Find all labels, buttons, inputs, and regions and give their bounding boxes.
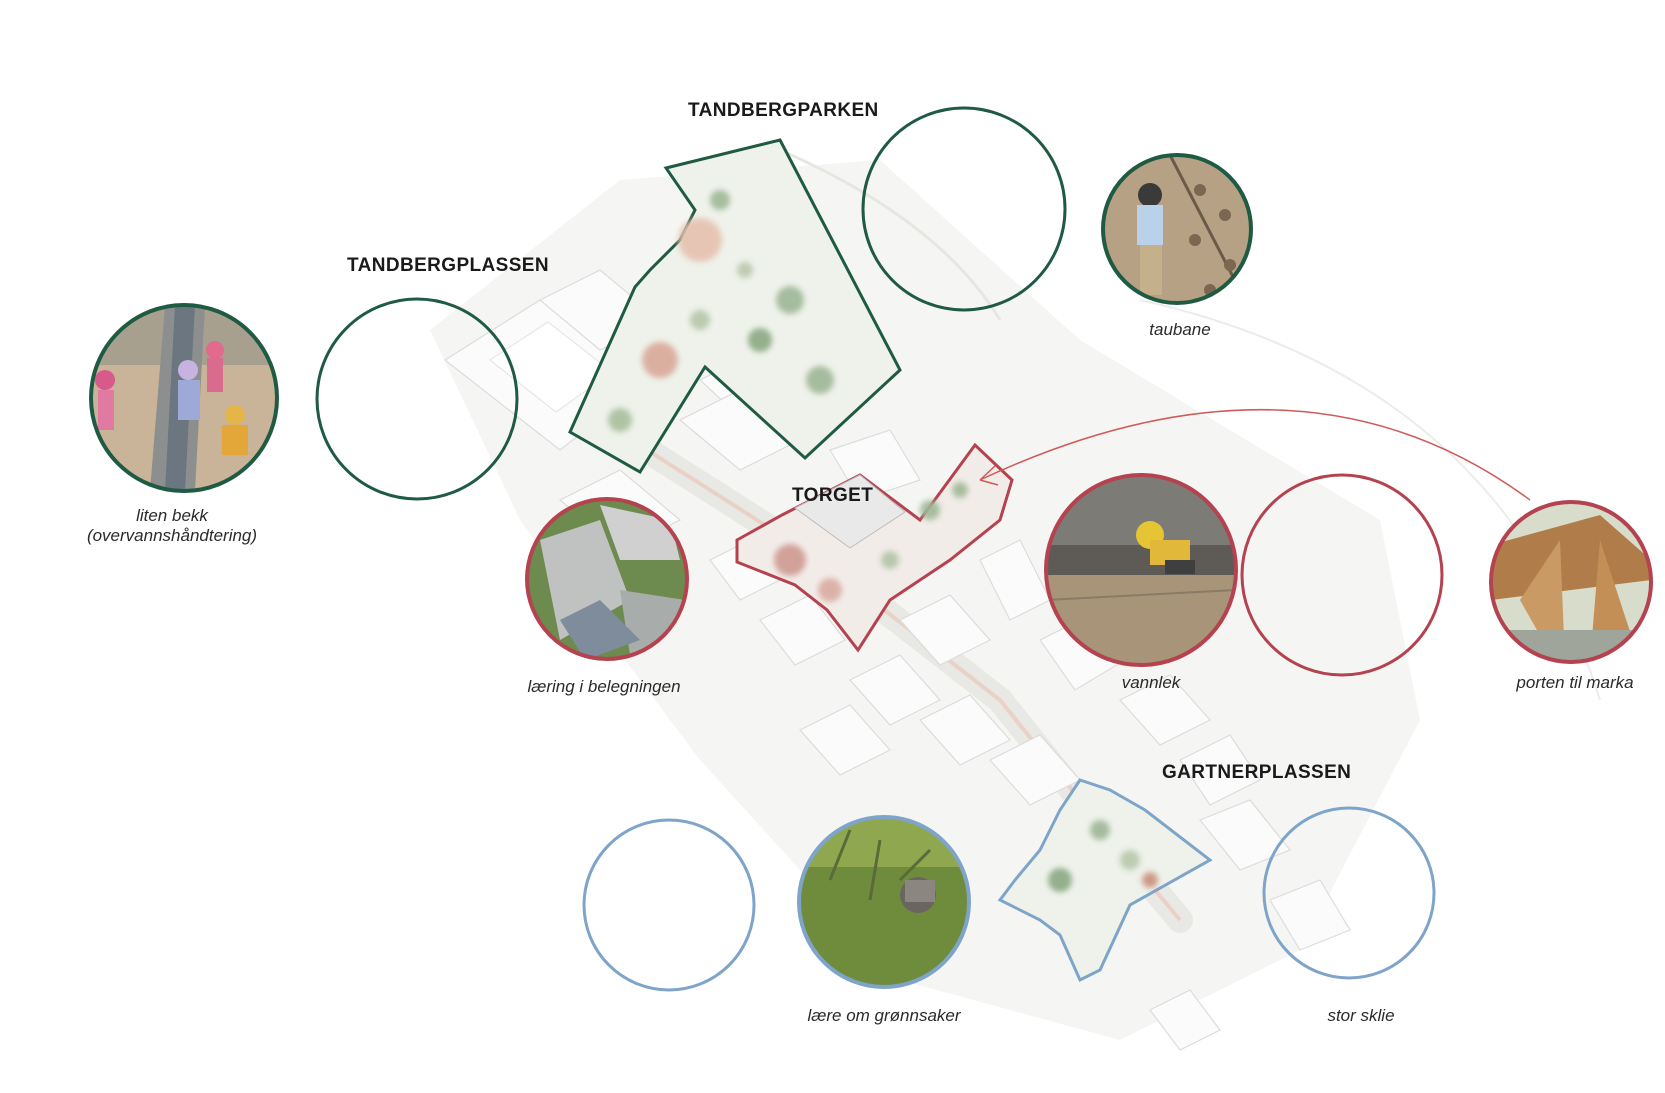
torget-area xyxy=(735,442,1014,653)
title-tandbergplassen: TANDBERGPLASSEN xyxy=(347,255,549,276)
stream-photo-icon xyxy=(89,303,279,493)
garden-vegetation xyxy=(1048,820,1158,892)
gartnerplassen-area xyxy=(997,778,1213,983)
caption-overvannshandtering: (overvannshåndtering) xyxy=(87,526,257,545)
caption-laering-i-belegningen: læring i belegningen xyxy=(527,677,680,696)
caption-vannlek: vannlek xyxy=(1122,673,1182,692)
water-play-photo-icon xyxy=(1044,473,1238,667)
title-tandbergparken: TANDBERGPARKEN xyxy=(688,100,879,121)
title-gartnerplassen: GARTNERPLASSEN xyxy=(1162,762,1351,783)
caption-laere-om-gronnsaker: lære om grønnsaker xyxy=(807,1006,961,1025)
title-torget: TORGET xyxy=(792,485,873,506)
climbing-wall-photo-icon xyxy=(1101,153,1253,305)
arrow-head-icon xyxy=(979,465,999,486)
connection-arrow xyxy=(979,408,1531,501)
paving-stone-photo-icon xyxy=(525,497,689,661)
caption-taubane: taubane xyxy=(1149,320,1210,339)
tandbergparken-area xyxy=(568,138,902,475)
caption-stor-sklie: stor sklie xyxy=(1327,1006,1394,1025)
vegetable-garden-photo-icon xyxy=(797,815,971,989)
empty-circle-tandbergplassen xyxy=(315,297,519,501)
empty-circle-torget xyxy=(1240,473,1444,677)
empty-circle-gartner-left xyxy=(582,818,756,992)
torget-paving xyxy=(774,482,968,602)
park-vegetation xyxy=(608,190,834,432)
caption-liten-bekk: liten bekk xyxy=(136,506,209,525)
empty-circle-stor-sklie xyxy=(1262,806,1436,980)
empty-circle-tandbergparken xyxy=(861,106,1067,312)
caption-porten-til-marka: porten til marka xyxy=(1515,673,1633,692)
wooden-gate-photo-icon xyxy=(1489,500,1653,664)
